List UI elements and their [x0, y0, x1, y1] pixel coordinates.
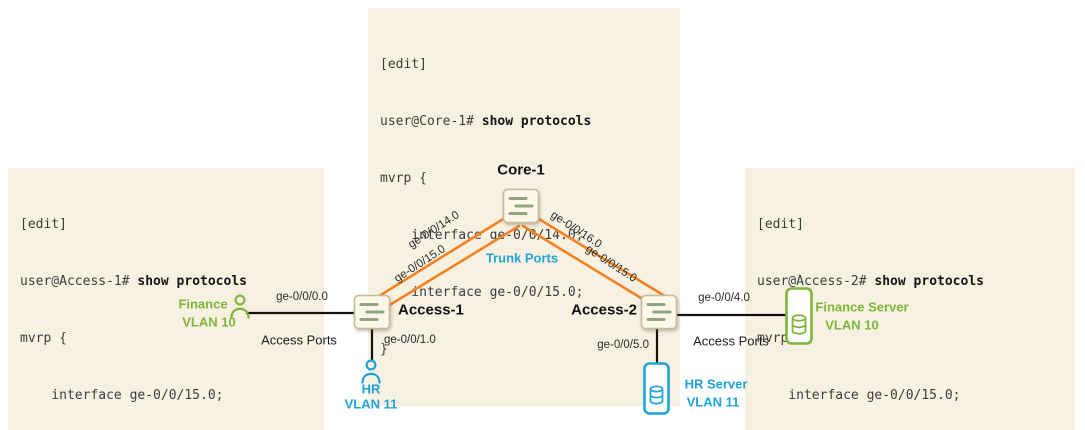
- core1-config-snippet: [edit] user@Core-1# show protocols mvrp …: [368, 8, 680, 406]
- core1-label: Core-1: [497, 161, 545, 179]
- cli-command: show protocols: [137, 274, 247, 289]
- cli-prompt: user@Core-1#: [380, 114, 482, 129]
- finance-server-vlan-label: VLAN 10: [825, 317, 879, 333]
- finance-user-label: Finance: [178, 296, 228, 312]
- access1-label: Access-1: [398, 301, 464, 319]
- hr-server-icon: [643, 362, 670, 415]
- code-line: [edit]: [20, 217, 67, 232]
- access2-label: Access-2: [571, 301, 637, 319]
- code-line: interface ge-0/0/15.0;: [20, 388, 224, 403]
- cli-command: show protocols: [481, 114, 592, 129]
- code-line: [edit]: [380, 57, 427, 72]
- trunk-ports-label: Trunk Ports: [485, 250, 559, 266]
- cli-prompt: user@Access-2#: [757, 274, 875, 289]
- hr-server-label: HR Server: [684, 376, 748, 392]
- link-label-ge-0-0-1: ge-0/0/1.0: [384, 334, 436, 346]
- hr-vlan-label: VLAN 11: [344, 396, 398, 412]
- trunk-link-core1-access2-lower: [521, 224, 656, 308]
- code-line: user@Access-2# show protocols: [757, 272, 1063, 291]
- link-label-ge-0-0-0: ge-0/0/0.0: [276, 291, 328, 303]
- access2-config-snippet: [edit] user@Access-2# show protocols mvr…: [745, 168, 1075, 430]
- hr-user-icon: [359, 358, 383, 384]
- link-label-ge-0-0-5: ge-0/0/5.0: [597, 339, 649, 351]
- code-line: interface ge-0/0/15.0;: [380, 285, 584, 300]
- finance-vlan-label: VLAN 10: [182, 314, 236, 330]
- access-ports-label-left: Access Ports: [261, 332, 337, 348]
- access-ports-label-right: Access Ports: [693, 333, 769, 349]
- hr-user-label: HR: [361, 381, 381, 397]
- finance-server-icon: [785, 287, 813, 345]
- hr-server-vlan-label: VLAN 11: [686, 394, 740, 410]
- trunk-link-access1-core1-upper: [374, 214, 510, 300]
- core1-switch-icon: [502, 188, 540, 224]
- access2-switch-icon: [640, 294, 678, 330]
- code-line: interface ge-0/0/15.0;: [757, 388, 961, 403]
- code-line: [edit]: [757, 217, 804, 232]
- code-line: user@Access-1# show protocols: [20, 272, 312, 291]
- finance-server-label: Finance Server: [815, 299, 909, 315]
- trunk-link-core1-access2-upper: [532, 214, 670, 300]
- cli-prompt: user@Access-1#: [20, 274, 138, 289]
- code-line: }: [380, 342, 388, 357]
- code-line: mvrp {: [20, 331, 67, 346]
- access1-switch-icon: [353, 294, 391, 330]
- access1-config-snippet: [edit] user@Access-1# show protocols mvr…: [8, 168, 324, 430]
- code-line: mvrp {: [380, 171, 427, 186]
- cli-command: show protocols: [874, 274, 984, 289]
- code-line: user@Core-1# show protocols: [380, 112, 668, 131]
- link-label-ge-0-0-4: ge-0/0/4.0: [698, 292, 750, 304]
- finance-user-icon: [228, 293, 252, 319]
- trunk-link-access1-core1-lower: [386, 224, 521, 308]
